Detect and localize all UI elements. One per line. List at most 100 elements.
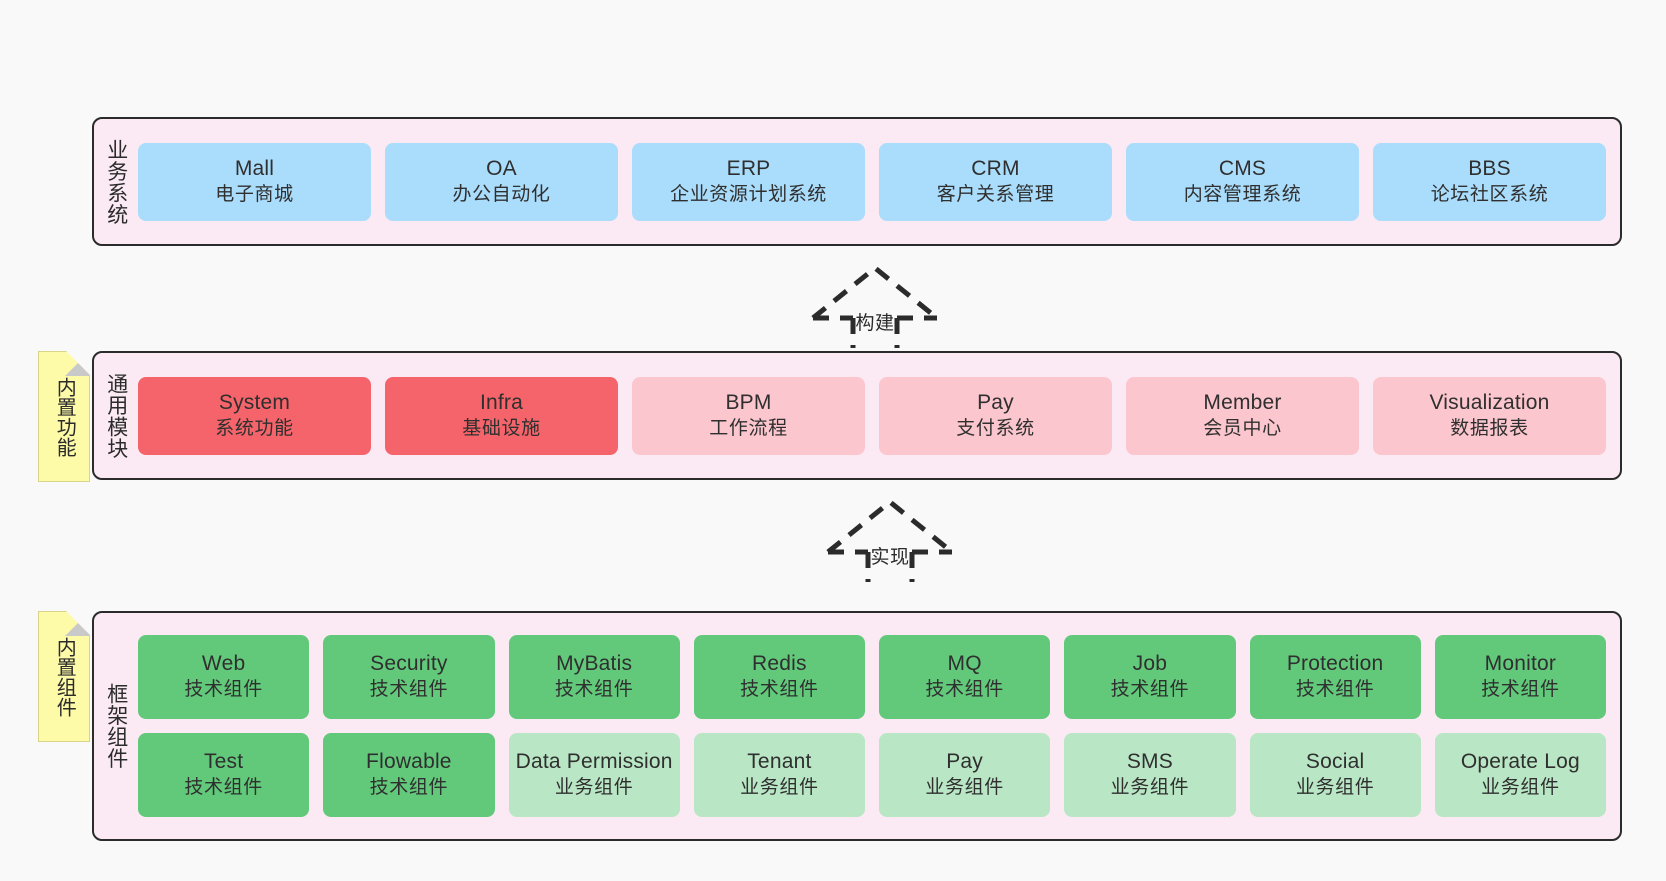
card-infra[interactable]: Infra 基础设施 [385,376,618,455]
card-subtitle: 技术组件 [184,679,263,701]
card-title: Data Permission [515,750,673,774]
card-title: Job [1132,652,1168,676]
connector-build: 构建 [800,262,950,348]
card-data-permission[interactable]: Data Permission 业务组件 [508,733,680,817]
card-title: Test [203,750,244,774]
card-row: System 系统功能 Infra 基础设施 BPM 工作流程 Pay 支付系统… [138,376,1606,455]
layer-title-common-module: 通用模块 [104,372,128,459]
card-pay[interactable]: Pay 支付系统 [879,376,1112,455]
card-title: Tenant [747,750,812,774]
card-subtitle: 技术组件 [1481,679,1560,701]
card-visualization[interactable]: Visualization 数据报表 [1373,376,1606,455]
card-row: Mall 电子商城 OA 办公自动化 ERP 企业资源计划系统 CRM 客户关系… [138,142,1606,221]
card-subtitle: 基础设施 [462,417,541,439]
card-subtitle: 办公自动化 [452,183,551,205]
card-mybatis[interactable]: MyBatis 技术组件 [508,635,680,719]
card-title: Member [1203,390,1282,414]
card-subtitle: 会员中心 [1203,417,1282,439]
layer-common-module: 通用模块 System 系统功能 Infra 基础设施 BPM 工作流程 Pay… [92,351,1622,480]
card-subtitle: 企业资源计划系统 [670,183,827,205]
card-title: ERP [726,156,771,180]
layer-body-framework-component: Web 技术组件 Security 技术组件 MyBatis 技术组件 Redi… [138,613,1620,839]
layer-framework-component: 框架组件 Web 技术组件 Security 技术组件 MyBatis 技术组件… [92,611,1622,841]
card-title: CRM [971,156,1020,180]
card-subtitle: 技术组件 [1295,679,1375,701]
layer-title-framework-component: 框架组件 [104,683,128,769]
card-subtitle: 技术组件 [184,777,263,799]
card-oa[interactable]: OA 办公自动化 [385,142,618,221]
card-title: Operate Log [1460,750,1580,774]
card-title: Protection [1286,652,1384,676]
card-title: OA [486,156,517,180]
card-test[interactable]: Test 技术组件 [138,733,310,817]
note-fold-corner-icon [65,612,89,636]
connector-label: 实现 [870,547,910,568]
card-title: SMS [1126,750,1173,774]
card-bbs[interactable]: BBS 论坛社区系统 [1373,142,1606,221]
card-title: Social [1305,750,1365,774]
card-title: Mall [234,156,275,180]
card-job[interactable]: Job 技术组件 [1064,635,1236,719]
card-subtitle: 数据报表 [1450,417,1529,439]
layer-title-business-system: 业务系统 [104,138,128,225]
dashed-hollow-arrow-icon [811,264,939,348]
dashed-hollow-arrow-icon [826,498,954,582]
card-title: CMS [1218,156,1267,180]
card-system[interactable]: System 系统功能 [138,376,371,455]
card-mall[interactable]: Mall 电子商城 [138,142,371,221]
card-title: Visualization [1429,390,1550,414]
card-subtitle: 论坛社区系统 [1430,183,1549,205]
card-title: Infra [479,390,524,414]
card-subtitle: 内容管理系统 [1183,183,1302,205]
card-title: Web [201,652,246,676]
card-pay-business[interactable]: Pay 业务组件 [879,733,1051,817]
card-subtitle: 技术组件 [740,679,819,701]
card-title: Security [370,652,448,676]
card-subtitle: 客户关系管理 [936,183,1055,205]
card-monitor[interactable]: Monitor 技术组件 [1434,635,1606,719]
card-security[interactable]: Security 技术组件 [323,635,495,719]
card-subtitle: 业务组件 [1481,777,1560,799]
card-operate-log[interactable]: Operate Log 业务组件 [1434,733,1606,817]
card-member[interactable]: Member 会员中心 [1126,376,1359,455]
card-bpm[interactable]: BPM 工作流程 [632,376,865,455]
card-subtitle: 业务组件 [1110,777,1190,799]
card-title: Monitor [1484,652,1557,676]
card-subtitle: 技术组件 [925,679,1004,701]
card-title: Pay [977,390,1014,414]
connector-label: 构建 [855,313,895,334]
card-subtitle: 工作流程 [709,417,788,439]
card-flowable[interactable]: Flowable 技术组件 [323,733,495,817]
card-row: Web 技术组件 Security 技术组件 MyBatis 技术组件 Redi… [138,635,1606,719]
card-subtitle: 系统功能 [215,417,294,439]
card-title: MyBatis [556,652,633,676]
card-subtitle: 支付系统 [956,417,1035,439]
card-title: Redis [752,652,807,676]
card-subtitle: 业务组件 [554,777,634,799]
card-protection[interactable]: Protection 技术组件 [1249,635,1421,719]
card-crm[interactable]: CRM 客户关系管理 [879,142,1112,221]
note-label: 内置组件 [53,636,76,717]
layer-business-system: 业务系统 Mall 电子商城 OA 办公自动化 ERP 企业资源计划系统 CRM… [92,117,1622,246]
card-cms[interactable]: CMS 内容管理系统 [1126,142,1359,221]
card-subtitle: 业务组件 [925,777,1004,799]
note-builtin-component: 内置组件 [38,611,90,742]
card-subtitle: 技术组件 [1110,679,1190,701]
card-tenant[interactable]: Tenant 业务组件 [693,733,865,817]
card-title: Pay [946,750,984,774]
card-subtitle: 技术组件 [369,679,449,701]
card-sms[interactable]: SMS 业务组件 [1064,733,1236,817]
layer-body-business-system: Mall 电子商城 OA 办公自动化 ERP 企业资源计划系统 CRM 客户关系… [138,119,1620,244]
card-title: BBS [1468,156,1511,180]
card-web[interactable]: Web 技术组件 [138,635,310,719]
card-subtitle: 电子商城 [215,183,294,205]
card-mq[interactable]: MQ 技术组件 [879,635,1051,719]
card-social[interactable]: Social 业务组件 [1249,733,1421,817]
card-redis[interactable]: Redis 技术组件 [693,635,865,719]
connector-implement: 实现 [815,496,965,582]
card-subtitle: 技术组件 [369,777,449,799]
layer-body-common-module: System 系统功能 Infra 基础设施 BPM 工作流程 Pay 支付系统… [138,353,1620,478]
card-subtitle: 技术组件 [554,679,634,701]
card-erp[interactable]: ERP 企业资源计划系统 [632,142,865,221]
